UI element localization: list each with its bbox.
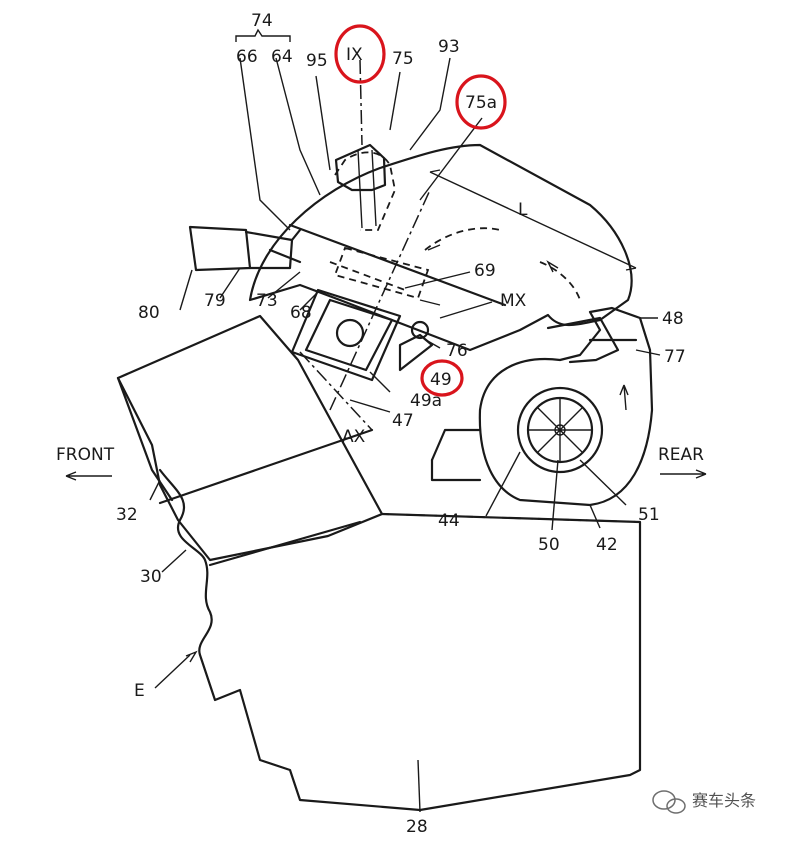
label-28: 28	[406, 817, 428, 837]
label-69: 69	[474, 261, 496, 281]
watermark: 赛车头条	[652, 790, 756, 814]
label-1x: IX	[346, 45, 363, 65]
label-51: 51	[638, 505, 660, 525]
turbocharger	[430, 306, 654, 507]
label-75a: 75a	[465, 93, 497, 113]
leader-lines	[65, 28, 707, 689]
label-66: 66	[236, 47, 258, 67]
label-47: 47	[392, 411, 414, 431]
label-79: 79	[204, 291, 226, 311]
label-68: 68	[290, 303, 312, 323]
highlight-circle-49	[420, 359, 464, 397]
label-77: 77	[664, 347, 686, 367]
engine-block	[116, 314, 642, 813]
label-front: FRONT	[56, 445, 115, 465]
injector-75	[334, 59, 387, 229]
label-76: 76	[446, 341, 468, 361]
label-95: 95	[306, 51, 328, 71]
reference-labels: 74 66 64 95 IX 75 93 75a 69 L 80 79 73 6…	[56, 11, 704, 837]
label-30: 30	[140, 567, 162, 587]
label-ax: AX	[342, 427, 366, 447]
label-e: E	[134, 681, 145, 701]
label-49a: 49a	[410, 391, 442, 411]
highlight-circle-1x	[334, 24, 386, 84]
label-50: 50	[538, 535, 560, 555]
label-42: 42	[596, 535, 618, 555]
label-32: 32	[116, 505, 138, 525]
label-93: 93	[438, 37, 460, 57]
label-44: 44	[438, 511, 460, 531]
label-73: 73	[256, 291, 278, 311]
label-75: 75	[392, 49, 414, 69]
label-mx: MX	[500, 291, 527, 311]
wechat-icon	[652, 790, 686, 814]
intake-duct	[188, 225, 302, 272]
throttle-body	[290, 189, 441, 411]
label-l: L	[518, 200, 528, 220]
label-64: 64	[271, 47, 293, 67]
label-rear: REAR	[658, 445, 704, 465]
highlight-circles	[334, 24, 507, 397]
label-48: 48	[662, 309, 684, 329]
label-74: 74	[251, 11, 273, 31]
watermark-text: 赛车头条	[692, 791, 756, 810]
highlight-circle-75a	[455, 74, 507, 130]
label-49: 49	[430, 370, 452, 390]
label-80: 80	[138, 303, 160, 323]
